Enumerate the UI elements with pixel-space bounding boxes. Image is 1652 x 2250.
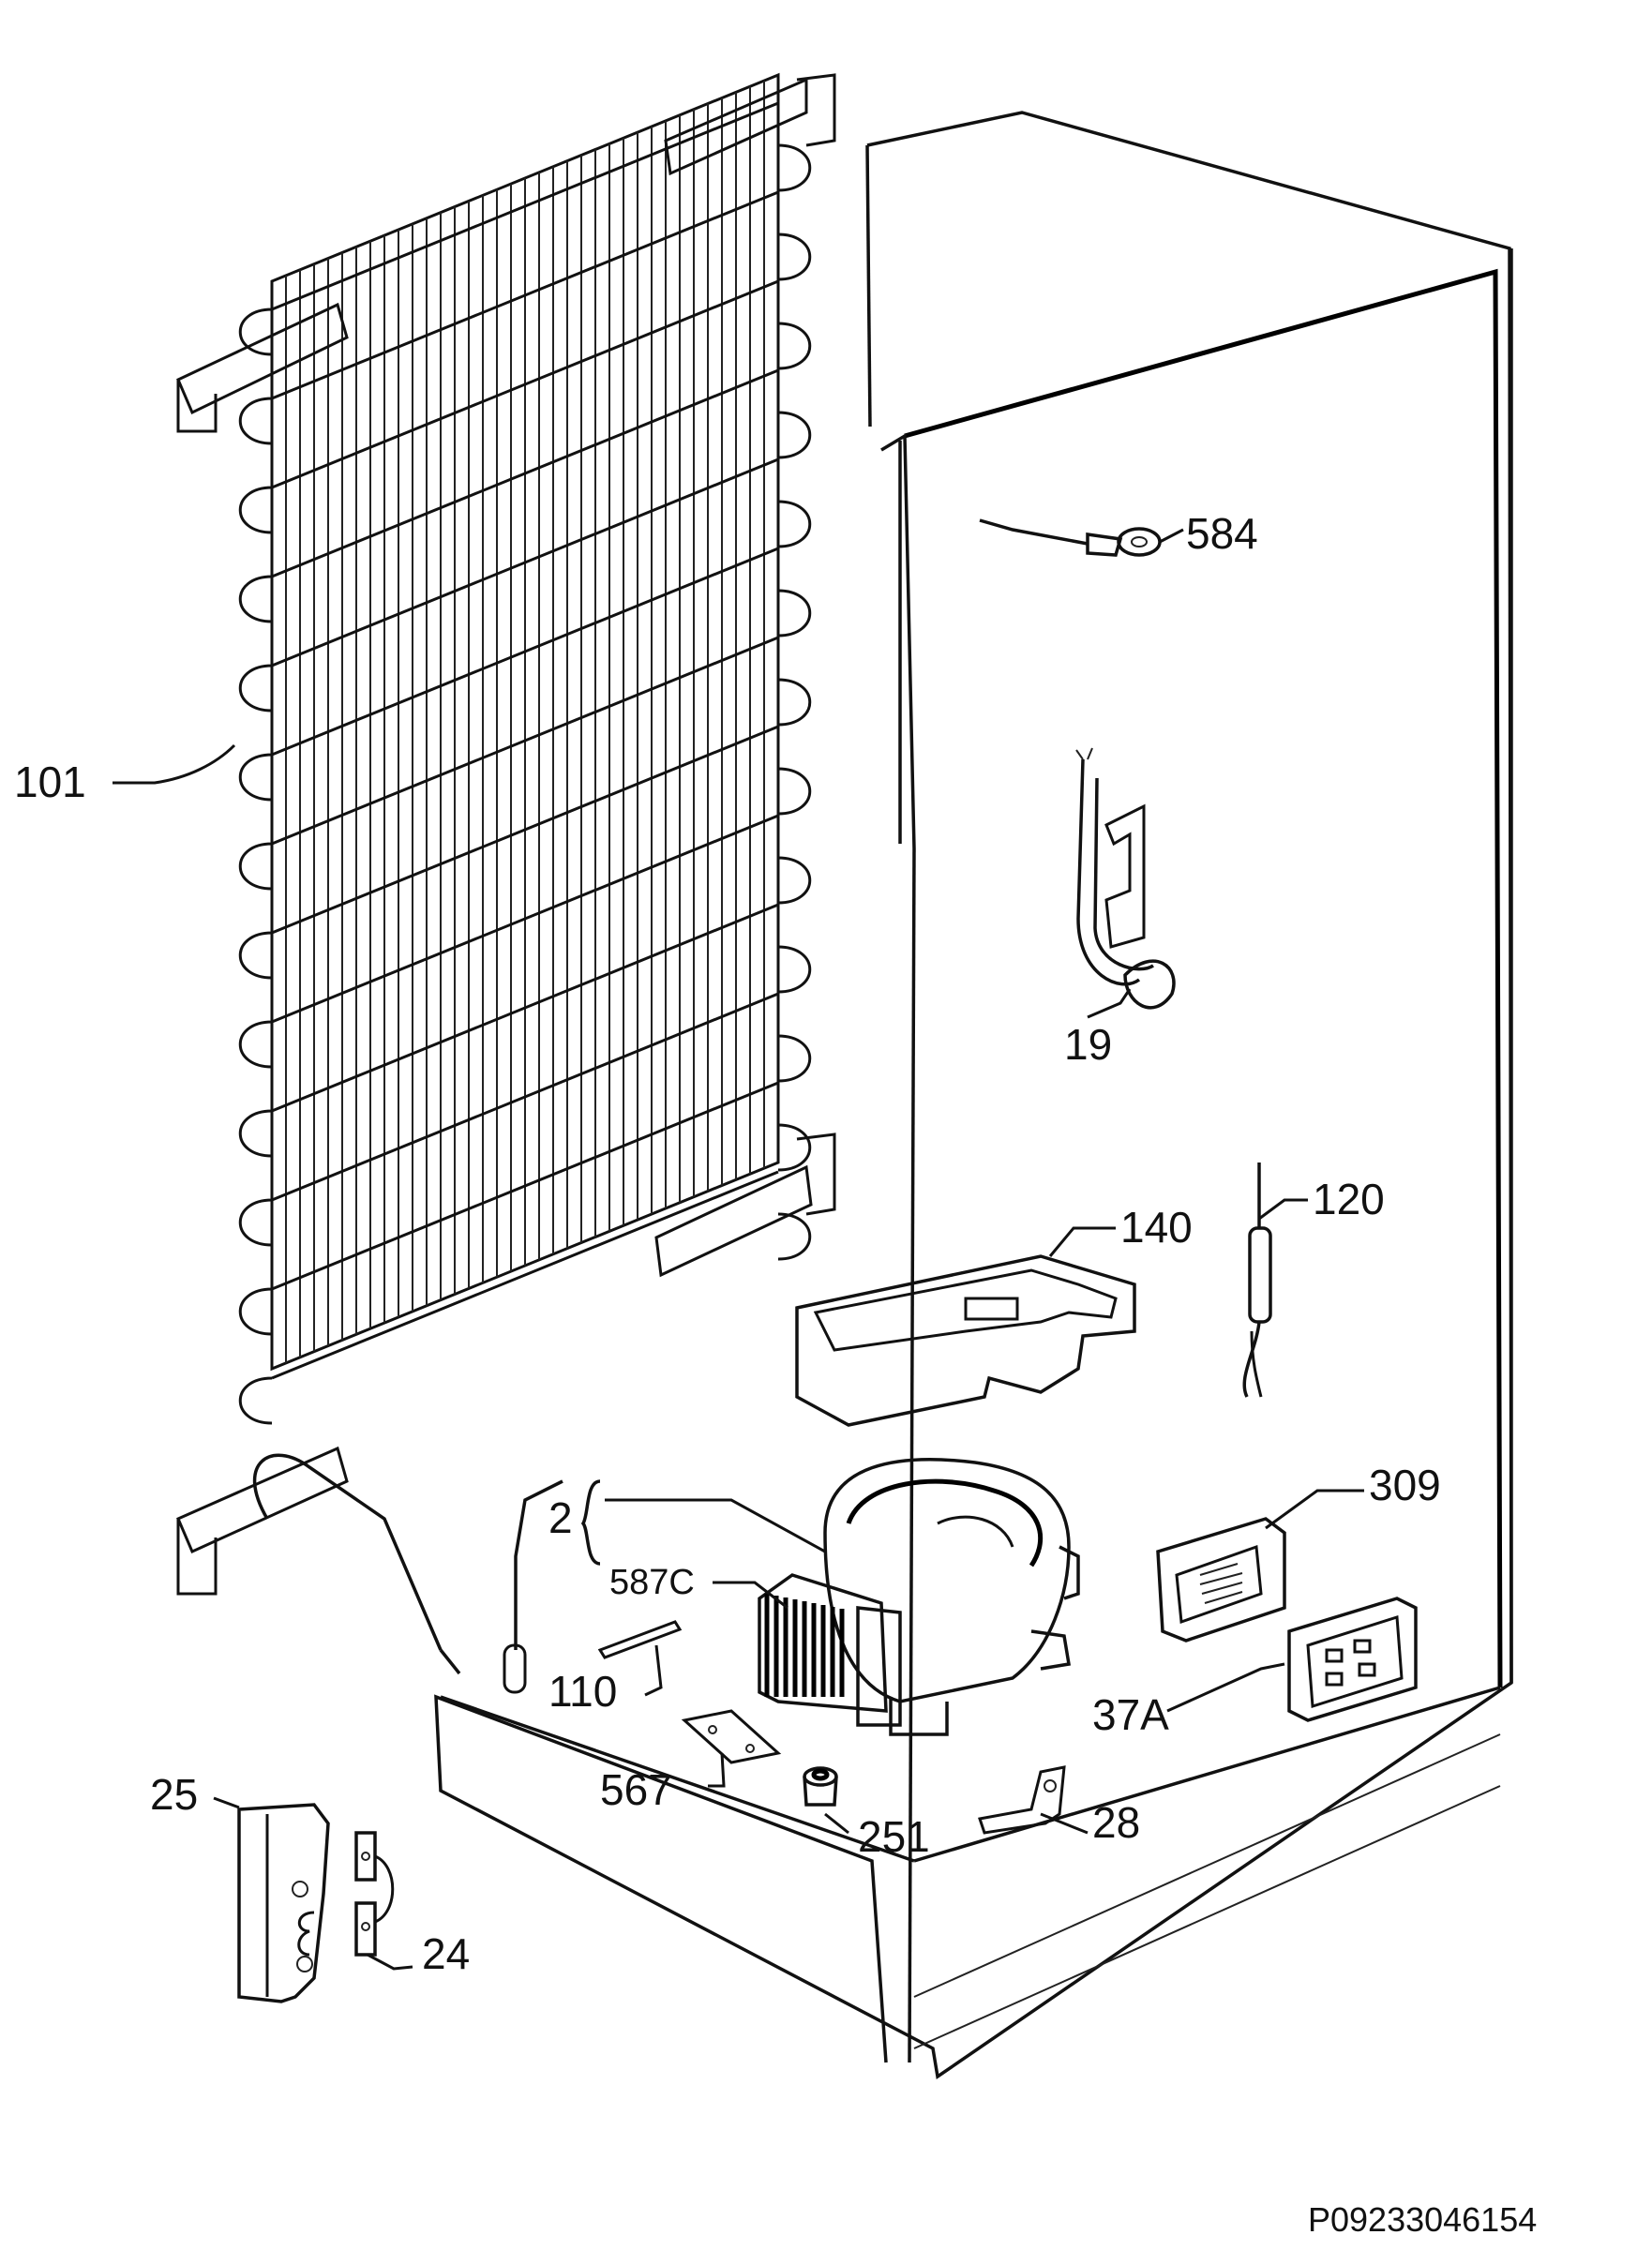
condenser-coil-loop [238,547,812,802]
callout-101: 101 [14,758,86,806]
start-device-37A [1287,1597,1418,1722]
thermostat-sensor-584 [979,518,1162,557]
callout-584: 584 [1186,509,1258,558]
callout-110: 110 [548,1667,617,1716]
condenser-coil-loop [238,279,812,534]
relay-309 [1156,1517,1286,1642]
pin-110 [597,1620,683,1659]
heat-sink-587C [758,1573,902,1727]
condenser-coil-loop [238,725,812,980]
cover-25 [237,1803,330,2003]
callout-309: 309 [1369,1461,1441,1509]
callout-24: 24 [422,1929,470,1978]
callout-37A: 37A [1092,1690,1169,1739]
callout-140: 140 [1120,1203,1193,1252]
callout-567: 567 [600,1765,672,1814]
condenser-coil [176,72,836,1694]
condenser-coil-loop [238,1081,812,1336]
callout-2: 2 [548,1493,573,1542]
cabinet-body [434,111,1513,2079]
leader-lines [113,528,1364,1971]
callout-19: 19 [1064,1020,1112,1069]
clip-28 [978,1765,1066,1835]
callout-28: 28 [1092,1798,1140,1847]
callout-25: 25 [150,1770,198,1819]
condenser-coil-loop [238,636,812,891]
heater-wire-19 [1075,747,1176,1010]
grommet-251 [803,1766,838,1807]
condenser-coil-loop [238,368,812,623]
condenser-coil-loop [238,992,812,1247]
drip-tray-140 [795,1254,1136,1427]
plate-567 [681,1709,782,1764]
condenser-coil-loop [238,814,812,1069]
clips-24 [354,1831,395,1957]
callout-587C: 587C [609,1563,695,1602]
callout-251: 251 [858,1812,930,1861]
condenser-coil-loop [238,101,812,356]
condenser-coil-loop [238,190,812,445]
condenser-coil-loop [238,903,812,1158]
temperature-sensor-120 [1242,1162,1272,1398]
document-code: P09233046154 [1308,2200,1537,2239]
callout-120: 120 [1313,1175,1385,1223]
condenser-coil-loop [238,458,812,712]
compressor-2 [823,1458,1080,1736]
